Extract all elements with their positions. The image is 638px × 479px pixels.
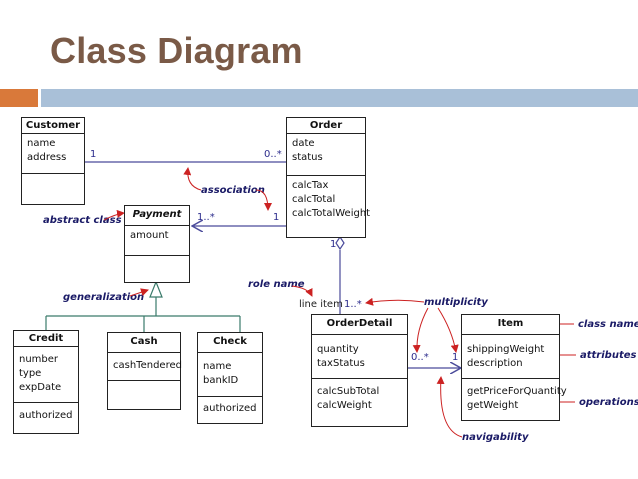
role-name-label: line item (299, 299, 343, 310)
class-customer: Customer name address (21, 117, 85, 205)
mult-order-detail: 1 (330, 239, 336, 250)
annotation-operations: operations (579, 397, 638, 408)
accent-bar-orange (0, 89, 38, 107)
operation: authorized (19, 410, 73, 421)
operation: calcWeight (317, 400, 372, 411)
mult-item: 1 (452, 352, 458, 363)
class-operations: authorized (14, 403, 78, 426)
attribute: amount (130, 230, 169, 241)
class-operations: calcTax calcTotal calcTotalWeight (287, 176, 371, 224)
class-name: Check (198, 333, 262, 353)
operation: getPriceForQuantity (467, 386, 567, 397)
operation: authorized (203, 403, 257, 414)
class-orderdetail: OrderDetail quantity taxStatus calcSubTo… (311, 314, 408, 427)
class-operations: authorized (198, 397, 262, 419)
class-name: OrderDetail (312, 315, 407, 335)
attribute: quantity (317, 344, 359, 355)
operation: calcSubTotal (317, 386, 380, 397)
class-operations: calcSubTotal calcWeight (312, 379, 407, 416)
annotation-attributes: attributes (580, 350, 637, 361)
attribute: type (19, 368, 42, 379)
attribute: description (467, 358, 523, 369)
annotation-navigability: navigability (462, 432, 529, 443)
mult-order-customer: 0..* (264, 149, 282, 160)
operation: calcTotalWeight (292, 208, 371, 219)
class-name: Payment (125, 206, 189, 226)
attribute: date (292, 138, 315, 149)
class-item: Item shippingWeight description getPrice… (461, 314, 567, 421)
class-check: Check name bankID authorized (197, 332, 263, 424)
class-operations (22, 174, 84, 180)
annotation-multiplicity: multiplicity (424, 297, 488, 308)
attribute: name (203, 361, 232, 372)
class-attributes: name bankID (198, 353, 262, 397)
class-payment: Payment amount (124, 205, 190, 283)
class-name: Cash (108, 333, 180, 353)
class-attributes: name address (22, 134, 84, 174)
operation: calcTotal (292, 194, 336, 205)
mult-detail-order: 1..* (344, 299, 362, 310)
attribute: shippingWeight (467, 344, 545, 355)
mult-order-payment: 1 (273, 212, 279, 223)
operation: getWeight (467, 400, 519, 411)
class-order: Order date status calcTax calcTotal calc… (286, 117, 371, 238)
attribute: cashTendered (113, 360, 182, 371)
class-attributes: date status (287, 134, 365, 176)
slide-title: Class Diagram (50, 30, 303, 71)
attribute: address (27, 152, 67, 163)
mult-detail-item: 0..* (411, 352, 429, 363)
mult-payment: 1..* (197, 212, 215, 223)
class-operations (125, 256, 189, 262)
class-attributes: amount (125, 226, 189, 256)
annotation-role-name: role name (248, 279, 305, 290)
generalization-triangle (149, 280, 163, 298)
operation: calcTax (292, 180, 329, 191)
annotation-class-name: class name (578, 319, 638, 330)
class-name: Item (462, 315, 559, 335)
annotation-abstract-class: abstract class (43, 215, 122, 226)
annotation-generalization: generalization (63, 292, 144, 303)
class-name: Order (287, 118, 365, 134)
attribute: name (27, 138, 56, 149)
class-attributes: number type expDate (14, 347, 78, 403)
attribute: expDate (19, 382, 62, 393)
annotation-association: association (201, 185, 265, 196)
attribute: taxStatus (317, 358, 365, 369)
class-attributes: shippingWeight description (462, 335, 559, 379)
mult-customer: 1 (90, 149, 96, 160)
attribute: bankID (203, 375, 239, 386)
attribute: number (19, 354, 59, 365)
class-operations (108, 381, 180, 387)
attribute: status (292, 152, 323, 163)
class-operations: getPriceForQuantity getWeight (462, 379, 567, 416)
class-attributes: quantity taxStatus (312, 335, 407, 379)
accent-bar-blue (41, 89, 638, 107)
class-credit: Credit number type expDate authorized (13, 330, 79, 434)
class-cash: Cash cashTendered (107, 332, 182, 410)
class-name: Credit (14, 331, 78, 347)
class-name: Customer (22, 118, 84, 134)
aggregation-diamond (335, 235, 345, 251)
class-attributes: cashTendered (108, 353, 182, 381)
